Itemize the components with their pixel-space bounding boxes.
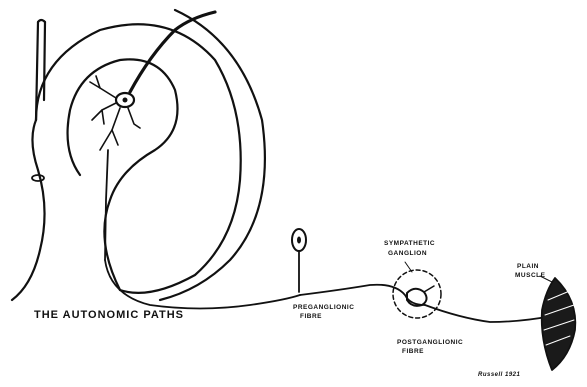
spinal-cord-outline <box>12 10 265 300</box>
label-plain-line2: MUSCLE <box>515 273 545 280</box>
label-preganglionic-line1: PREGANGLIONIC <box>293 305 354 312</box>
sympathetic-ganglion <box>393 270 441 318</box>
diagram-title: THE AUTONOMIC PATHS <box>34 310 184 321</box>
label-sympathetic-line1: SYMPATHETIC <box>384 241 435 248</box>
label-postganglionic-line1: POSTGANGLIONIC <box>397 340 463 347</box>
plain-muscle <box>542 278 576 370</box>
artist-signature: Russell 1921 <box>478 372 520 378</box>
label-postganglionic-line2: FIBRE <box>402 349 424 356</box>
label-preganglionic-line2: FIBRE <box>300 314 322 321</box>
postganglionic-pathway <box>425 305 552 322</box>
label-sympathetic-line2: GANGLION <box>388 251 427 258</box>
label-plain-line1: PLAIN <box>517 264 539 271</box>
